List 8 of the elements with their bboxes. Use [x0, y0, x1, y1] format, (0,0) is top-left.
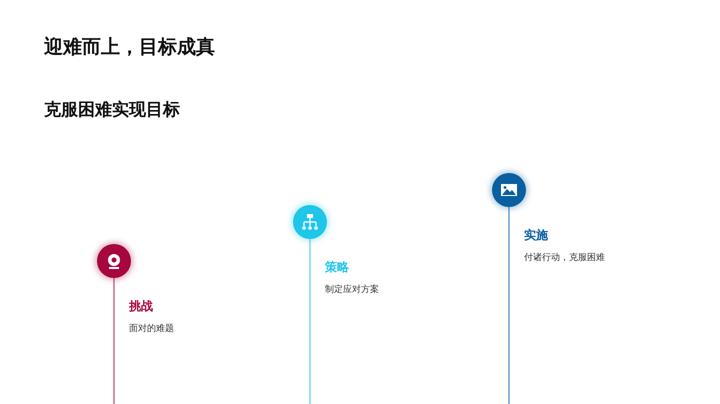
step-heading: 挑战 [129, 298, 153, 315]
step-heading: 策略 [325, 259, 349, 276]
step-heading: 实施 [524, 227, 548, 244]
step-description: 面对的难题 [129, 322, 174, 335]
step-description: 制定应对方案 [325, 283, 379, 296]
subtitle: 克服困难实现目标 [44, 99, 180, 121]
slide-title: 迎难而上，目标成真 [44, 35, 215, 60]
step-description: 付诸行动，克服困难 [524, 252, 605, 264]
